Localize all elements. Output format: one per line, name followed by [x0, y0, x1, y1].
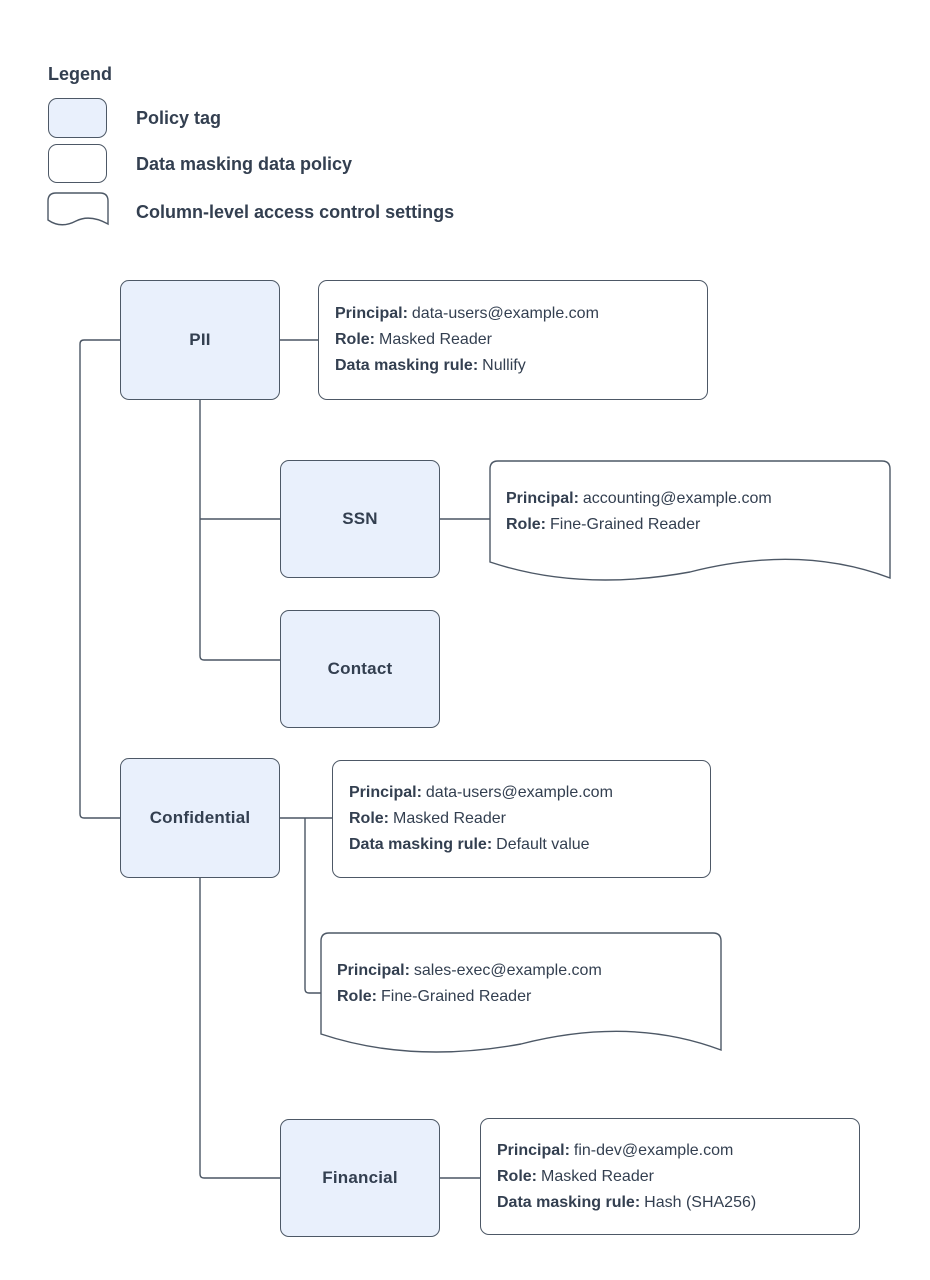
legend-swatch-access-control — [47, 192, 109, 226]
policy-tag-ssn-label: SSN — [342, 509, 378, 528]
field-value: Masked Reader — [541, 1167, 654, 1185]
field-value: Fine-Grained Reader — [381, 987, 532, 1005]
field-value: Masked Reader — [379, 331, 492, 348]
policy-row: Principal:data-users@example.com — [335, 301, 701, 327]
field-label: Data masking rule: — [335, 357, 479, 374]
field-label: Role: — [497, 1167, 537, 1185]
policy-tag-pii: PII — [120, 280, 280, 400]
legend-swatch-data-policy — [48, 144, 107, 183]
access-control-text-confidential: Principal:sales-exec@example.com Role:Fi… — [321, 933, 711, 1034]
policy-row: Data masking rule:Hash (SHA256) — [497, 1190, 853, 1216]
field-label: Principal: — [497, 1141, 570, 1159]
policy-row: Role:Fine-Grained Reader — [337, 984, 711, 1010]
policy-row: Role:Masked Reader — [349, 806, 704, 832]
connector-confidential-financial — [199, 878, 280, 1179]
policy-row: Data masking rule:Default value — [349, 832, 704, 858]
field-value: Fine-Grained Reader — [550, 515, 701, 533]
field-label: Role: — [335, 331, 375, 348]
field-value: Default value — [496, 836, 590, 853]
field-value: data-users@example.com — [411, 305, 599, 322]
policy-row: Principal:sales-exec@example.com — [337, 958, 711, 984]
connector-confidential-access — [304, 818, 321, 994]
policy-row: Principal:fin-dev@example.com — [497, 1138, 853, 1164]
field-label: Role: — [337, 987, 377, 1005]
field-value: Masked Reader — [393, 810, 506, 827]
policy-row: Role:Masked Reader — [335, 327, 701, 353]
field-label: Role: — [506, 515, 546, 533]
field-label: Data masking rule: — [349, 836, 493, 853]
field-label: Principal: — [337, 961, 410, 979]
policy-tag-contact-label: Contact — [327, 659, 393, 678]
field-value: sales-exec@example.com — [413, 961, 602, 979]
connector-spine-pii-confidential — [79, 339, 120, 819]
policy-tag-contact: Contact — [280, 610, 440, 728]
connector-pii-children — [199, 400, 280, 661]
access-control-text-ssn: Principal:accounting@example.com Role:Fi… — [490, 461, 880, 562]
field-value: accounting@example.com — [582, 489, 772, 507]
field-value: Hash (SHA256) — [644, 1193, 757, 1211]
policy-tag-financial: Financial — [280, 1119, 440, 1237]
policy-tag-financial-label: Financial — [322, 1168, 398, 1187]
field-value: data-users@example.com — [425, 784, 613, 801]
data-policy-box-confidential: Principal:data-users@example.com Role:Ma… — [332, 760, 711, 878]
data-policy-box-financial: Principal:fin-dev@example.com Role:Maske… — [480, 1118, 860, 1235]
policy-tag-ssn: SSN — [280, 460, 440, 578]
legend-label-policy-tag: Policy tag — [136, 108, 222, 128]
field-value: Nullify — [482, 357, 526, 374]
legend-title: Legend — [48, 64, 113, 84]
data-policy-box-pii: Principal:data-users@example.com Role:Ma… — [318, 280, 708, 400]
field-label: Principal: — [506, 489, 579, 507]
policy-row: Principal:accounting@example.com — [506, 486, 880, 512]
policy-tag-pii-label: PII — [189, 330, 211, 349]
field-value: fin-dev@example.com — [573, 1141, 734, 1159]
policy-row: Role:Fine-Grained Reader — [506, 512, 880, 538]
policy-row: Data masking rule:Nullify — [335, 353, 701, 379]
legend-swatch-policy-tag — [48, 98, 107, 138]
legend-label-access-control: Column-level access control settings — [136, 202, 455, 222]
field-label: Principal: — [335, 305, 408, 322]
policy-row: Principal:data-users@example.com — [349, 780, 704, 806]
policy-row: Role:Masked Reader — [497, 1164, 853, 1190]
policy-tag-confidential-label: Confidential — [149, 808, 251, 827]
policy-tag-confidential: Confidential — [120, 758, 280, 878]
legend-label-data-policy: Data masking data policy — [136, 154, 353, 174]
field-label: Principal: — [349, 784, 422, 801]
field-label: Role: — [349, 810, 389, 827]
field-label: Data masking rule: — [497, 1193, 641, 1211]
